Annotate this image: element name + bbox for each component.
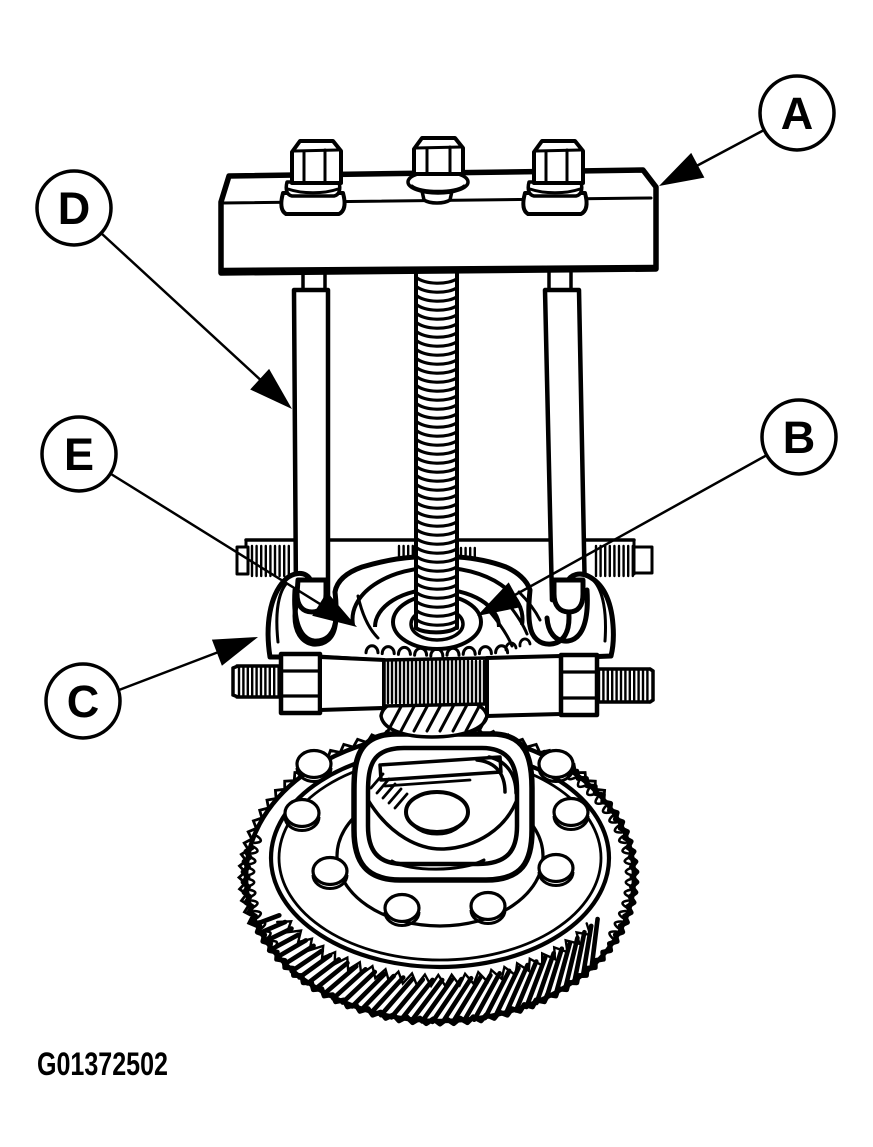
svg-text:D: D — [58, 183, 91, 234]
svg-text:E: E — [64, 429, 94, 480]
svg-text:G01372502: G01372502 — [37, 1046, 168, 1082]
svg-text:A: A — [781, 88, 814, 139]
svg-text:B: B — [783, 412, 816, 463]
svg-text:C: C — [67, 676, 100, 727]
